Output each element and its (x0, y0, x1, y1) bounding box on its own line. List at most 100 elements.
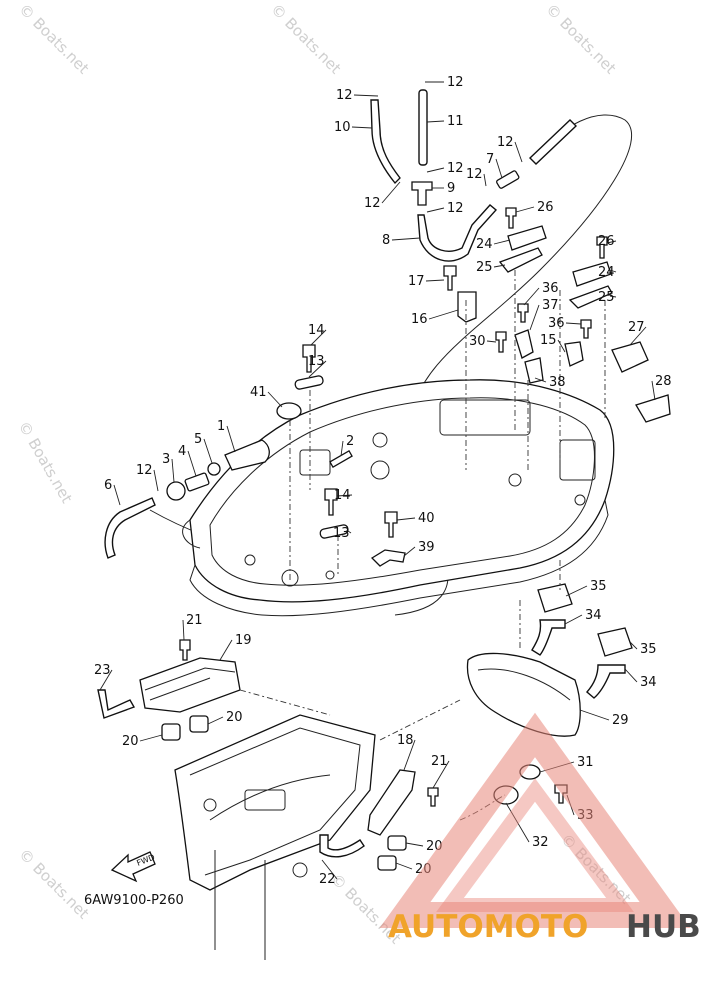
callout-leader-line (515, 206, 535, 213)
part-joint-7 (496, 170, 520, 189)
brand-logo: AUTOMOTO HUB (379, 712, 701, 945)
callout-label-20: 20 (226, 710, 243, 725)
part-bolt-14-top (302, 344, 316, 373)
part-elbow-34-lower (586, 664, 626, 699)
callout-leader-line (609, 295, 617, 298)
callout-leader-line (351, 126, 373, 129)
callout-leader-line (153, 469, 159, 492)
callout-label-1: 1 (217, 419, 225, 434)
part-plate-13-bottom (319, 524, 349, 539)
callout-leader-line (651, 380, 656, 401)
part-seal-27 (611, 341, 649, 373)
callout-leader-line (353, 94, 379, 97)
callout-leader-line (629, 641, 638, 650)
part-bolt-21-upper (179, 639, 191, 661)
callout-leader-line (347, 530, 352, 534)
fwd-arrow-icon: FWD (110, 851, 156, 883)
callout-leader-line (432, 760, 450, 789)
part-hose-upper (528, 119, 578, 165)
callout-leader-line (267, 391, 283, 408)
callout-leader-line (579, 709, 610, 721)
callout-leader-line (182, 619, 185, 641)
callout-label-20: 20 (122, 734, 139, 749)
callout-label-26: 26 (598, 234, 615, 249)
callout-leader-line (428, 309, 459, 320)
part-bolt-14-bottom (324, 488, 338, 516)
part-plate-13-top (294, 375, 324, 390)
callout-leader-line (113, 484, 121, 506)
callout-label-13: 13 (333, 526, 350, 541)
callout-label-29: 29 (612, 713, 629, 728)
part-hose-6 (104, 497, 156, 559)
diagram-code: 6AW9100-P260 (84, 893, 184, 908)
part-bracket-24-upper (507, 225, 547, 251)
callout-label-26: 26 (537, 200, 554, 215)
callout-leader-line (336, 494, 353, 497)
part-bracket-25-upper (498, 247, 543, 273)
part-silencer-29 (466, 652, 581, 737)
bottom-cowling (182, 379, 615, 617)
callout-label-12: 12 (136, 463, 153, 478)
callout-label-17: 17 (408, 274, 425, 289)
callout-leader-line (426, 167, 445, 173)
part-filter-18 (367, 769, 416, 836)
callout-leader-line (523, 287, 540, 306)
watermark-text: © Boats.net (542, 0, 620, 78)
callout-leader-line (403, 546, 416, 557)
part-hose-22 (319, 834, 365, 858)
callout-label-28: 28 (655, 374, 672, 389)
part-bolt-36-right (580, 319, 592, 339)
callout-label-31: 31 (577, 755, 594, 770)
callout-leader-line (493, 264, 506, 268)
callout-leader-line (426, 120, 445, 123)
callout-label-11: 11 (447, 114, 464, 129)
callout-label-7: 7 (486, 152, 494, 167)
part-fitting-4 (184, 472, 210, 492)
callout-label-12: 12 (497, 135, 514, 150)
part-bolt-36-left (517, 303, 529, 323)
logo-text-hub: HUB (626, 909, 701, 945)
callout-leader-line (340, 440, 344, 457)
callout-label-36: 36 (548, 316, 565, 331)
callout-leader-line (171, 458, 175, 483)
callout-leader-line (396, 517, 416, 521)
part-clip-38 (524, 357, 544, 384)
callout-leader-line (395, 862, 413, 870)
callout-label-12: 12 (336, 88, 353, 103)
callout-label-22: 22 (319, 872, 336, 887)
callout-label-6: 6 (104, 478, 112, 493)
callout-label-32: 32 (532, 835, 549, 850)
callout-leader-line (609, 269, 617, 273)
callout-label-12: 12 (447, 161, 464, 176)
callout-leader-line (534, 377, 547, 383)
callout-label-24: 24 (598, 265, 615, 280)
callout-leader-line (486, 340, 497, 343)
callout-leader-line (426, 207, 445, 213)
callout-label-21: 21 (186, 613, 203, 628)
callout-label-27: 27 (628, 320, 645, 335)
part-seal-28 (635, 394, 671, 423)
callout-label-25: 25 (598, 290, 615, 305)
callout-label-37: 37 (542, 298, 559, 313)
callout-leader-line (629, 326, 647, 346)
callout-label-14: 14 (308, 323, 325, 338)
callout-label-19: 19 (235, 633, 252, 648)
part-clip-37 (514, 329, 534, 359)
callout-leader-line (483, 173, 487, 187)
part-hose-8 (417, 204, 498, 262)
callout-label-30: 30 (469, 334, 486, 349)
part-screw-2 (329, 450, 353, 468)
callout-label-36: 36 (542, 281, 559, 296)
part-mount-20-c (387, 835, 407, 851)
part-bolt-26-lower (596, 236, 608, 259)
logo-text-automoto: AUTOMOTO (388, 909, 588, 945)
callout-leader-line (187, 450, 197, 477)
watermark-text: © Boats.net (15, 845, 93, 923)
part-bolt-17 (443, 265, 457, 291)
callout-label-40: 40 (418, 511, 435, 526)
callout-leader-line (564, 614, 583, 625)
callout-label-24: 24 (476, 237, 493, 252)
